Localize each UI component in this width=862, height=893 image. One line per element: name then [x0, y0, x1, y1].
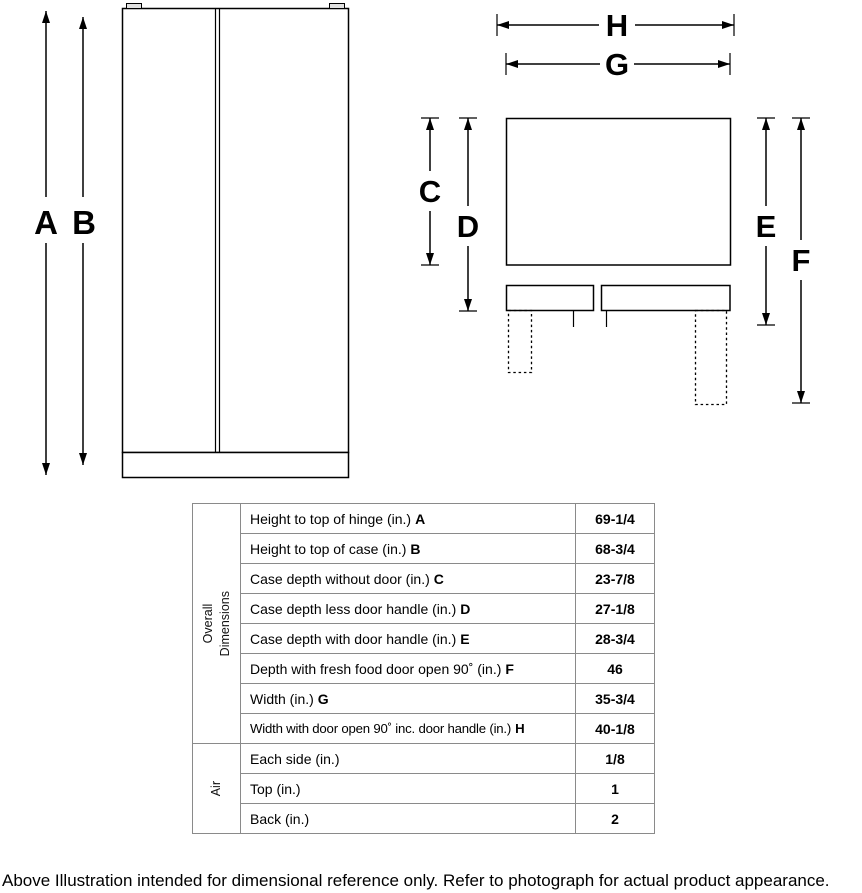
dimensions-table: Overall Dimensions Height to top of hing… — [192, 503, 655, 834]
spec-value: 27-1/8 — [575, 593, 655, 624]
table-row: Case depth less door handle (in.)D 27-1/… — [193, 593, 655, 624]
table-row: Back (in.) 2 — [193, 803, 655, 834]
table-row: Air Each side (in.) 1/8 — [192, 743, 655, 834]
spec-value: 1 — [575, 773, 655, 804]
spec-value: 40-1/8 — [575, 713, 655, 744]
width-dimension-arrowheads — [497, 21, 734, 68]
group-overall-dimensions: Overall Dimensions — [192, 503, 241, 744]
table-row: Depth with fresh food door open 90˚ (in.… — [193, 653, 655, 684]
table-row: Height to top of case (in.)B 68-3/4 — [193, 533, 655, 564]
spec-label: Case depth without door (in.)C — [240, 563, 576, 594]
spec-label-text: Case depth with door handle (in.) — [250, 630, 457, 647]
label-backgrounds — [29, 7, 818, 280]
spec-letter: C — [433, 570, 444, 587]
spec-letter: D — [460, 600, 471, 617]
case-top-view — [505, 117, 732, 266]
group-label: Overall Dimensions — [200, 590, 232, 657]
dimension-label-d: D — [457, 209, 479, 244]
table-row: Width (in.)G 35-3/4 — [193, 683, 655, 714]
table-row: Case depth with door handle (in.)E 28-3/… — [193, 623, 655, 654]
dimension-label-a: A — [34, 204, 58, 241]
dimension-diagram: A B H G C D E F — [29, 3, 818, 479]
left-door-top-view — [505, 284, 595, 312]
fridge-base — [121, 451, 350, 479]
table-row: Overall Dimensions Height to top of hing… — [192, 503, 655, 744]
spec-value: 68-3/4 — [575, 533, 655, 564]
spec-letter: F — [505, 660, 514, 677]
group-label: Air — [209, 780, 224, 797]
spec-letter: G — [317, 690, 329, 707]
spec-value: 1/8 — [575, 743, 655, 774]
depth-dimension-arrowheads — [426, 118, 805, 403]
spec-label-text: Each side (in.) — [250, 750, 340, 767]
spec-value: 35-3/4 — [575, 683, 655, 714]
spec-label-text: Top (in.) — [250, 780, 301, 797]
spec-label: Width (in.)G — [240, 683, 576, 714]
dimension-label-e: E — [756, 209, 777, 244]
spec-label: Case depth less door handle (in.)D — [240, 593, 576, 624]
left-hinge-cap — [126, 3, 142, 9]
dimension-label-f: F — [792, 243, 811, 278]
spec-label-text: Case depth without door (in.) — [250, 570, 430, 587]
spec-label-text: Width with door open 90˚ inc. door handl… — [250, 721, 512, 736]
spec-value: 46 — [575, 653, 655, 684]
table-row: Case depth without door (in.)C 23-7/8 — [193, 563, 655, 594]
fridge-front-view — [121, 3, 350, 479]
table-row: Top (in.) 1 — [193, 773, 655, 804]
height-dimension-arrowheads — [42, 11, 87, 475]
spec-value: 23-7/8 — [575, 563, 655, 594]
spec-value: 2 — [575, 803, 655, 834]
group-air: Air — [192, 743, 241, 834]
dimension-label-c: C — [419, 174, 441, 209]
left-handle-swing-dotted — [507, 309, 533, 374]
spec-value: 69-1/4 — [575, 503, 655, 534]
spec-label: Back (in.) — [240, 803, 576, 834]
spec-label-text: Height to top of case (in.) — [250, 540, 407, 557]
spec-label: Each side (in.) — [240, 743, 576, 774]
spec-label: Case depth with door handle (in.)E — [240, 623, 576, 654]
table-row: Width with door open 90˚ inc. door handl… — [193, 713, 655, 744]
spec-label-text: Back (in.) — [250, 810, 310, 827]
dimension-label-g: G — [605, 47, 629, 82]
spec-label-text: Height to top of hinge (in.) — [250, 510, 412, 527]
right-door-top-view — [600, 284, 731, 312]
spec-label: Height to top of case (in.)B — [240, 533, 576, 564]
spec-label-text: Depth with fresh food door open 90˚ (in.… — [250, 660, 502, 677]
spec-value: 28-3/4 — [575, 623, 655, 654]
spec-letter: E — [460, 630, 470, 647]
spec-label: Top (in.) — [240, 773, 576, 804]
fridge-body — [121, 7, 350, 454]
spec-label: Height to top of hinge (in.)A — [240, 503, 576, 534]
spec-label: Width with door open 90˚ inc. door handl… — [240, 713, 576, 744]
spec-letter: B — [410, 540, 421, 557]
right-handle-swing-dotted — [694, 309, 728, 406]
spec-label-text: Case depth less door handle (in.) — [250, 600, 457, 617]
spec-label-text: Width (in.) — [250, 690, 314, 707]
spec-letter: A — [415, 510, 426, 527]
dimension-label-h: H — [606, 8, 628, 43]
dimension-label-b: B — [72, 204, 96, 241]
right-hinge-cap — [329, 3, 345, 9]
spec-label: Depth with fresh food door open 90˚ (in.… — [240, 653, 576, 684]
fridge-top-view — [505, 117, 732, 406]
footer-note: Above Illustration intended for dimensio… — [2, 871, 830, 890]
spec-letter: H — [515, 721, 525, 736]
